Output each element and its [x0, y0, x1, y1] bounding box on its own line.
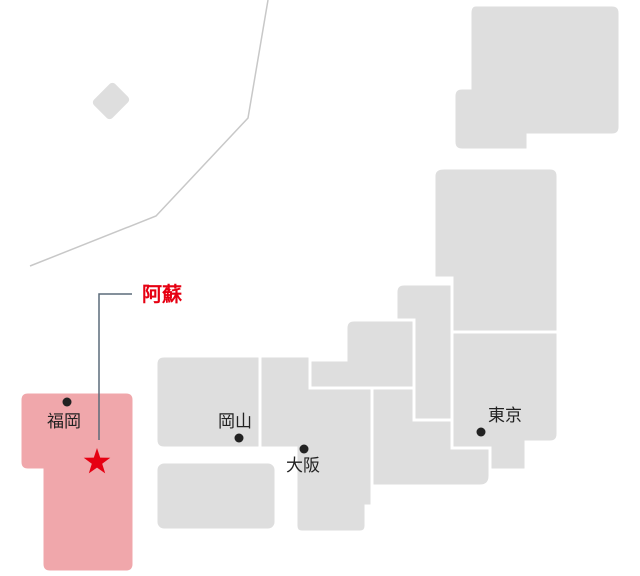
- city-dot-osaka: [299, 444, 309, 454]
- city-dot-fukuoka: [62, 397, 72, 407]
- city-label-osaka: 大阪: [286, 456, 320, 476]
- region-kinki: [258, 354, 374, 534]
- city-dot-tokyo: [476, 427, 486, 437]
- region-hokkaido: [452, 3, 622, 152]
- region-kyushu: [18, 390, 136, 574]
- island-shape: [92, 82, 130, 120]
- city-dot-okayama: [234, 433, 244, 443]
- region-shikoku: [154, 460, 278, 532]
- highlight-label-aso: 阿蘇: [142, 282, 182, 306]
- star-icon: [83, 448, 111, 474]
- city-label-tokyo: 東京: [488, 406, 522, 426]
- sea-boundary-line: [29, 0, 269, 267]
- region-chugoku: [154, 354, 262, 450]
- city-label-fukuoka: 福岡: [47, 412, 81, 432]
- region-kinki-north: [308, 318, 416, 390]
- leader-line: [98, 293, 132, 440]
- region-chubu: [370, 386, 492, 488]
- city-label-okayama: 岡山: [218, 412, 252, 432]
